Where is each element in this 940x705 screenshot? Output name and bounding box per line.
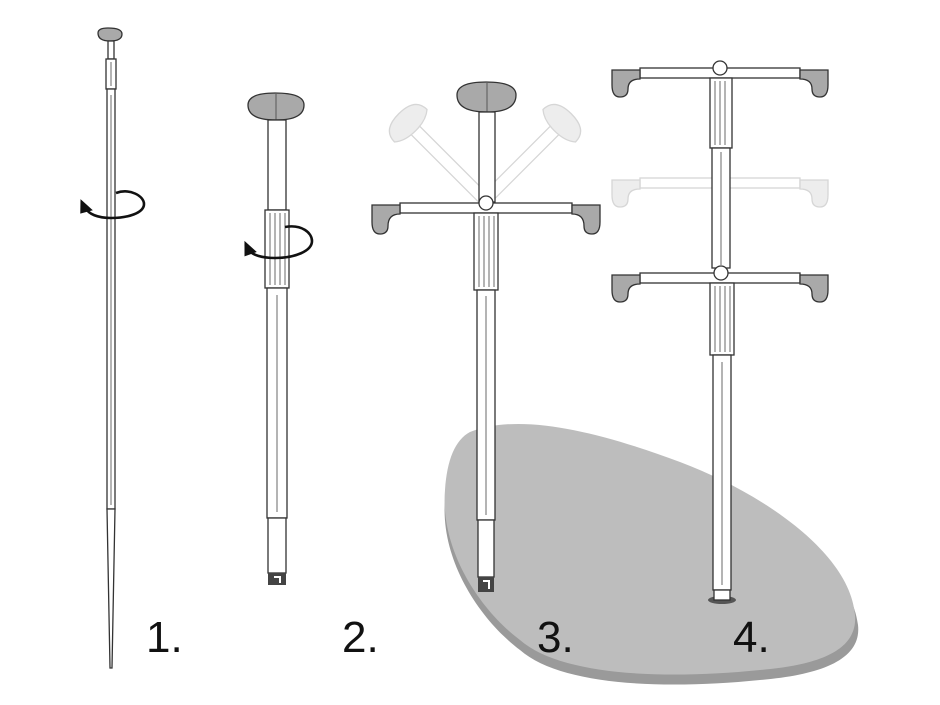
step-3-label: 3. bbox=[537, 613, 574, 662]
step-1-label: 1. bbox=[146, 613, 183, 662]
step-4-pole bbox=[611, 60, 829, 604]
step-3-handle-ghost-left bbox=[388, 103, 491, 206]
step-2-pole bbox=[247, 92, 305, 585]
step-1-pole bbox=[97, 27, 123, 669]
board-surface bbox=[444, 423, 859, 685]
rotate-arrow-icon bbox=[80, 190, 146, 220]
step-2-label: 2. bbox=[342, 613, 379, 662]
rotate-arrow-icon bbox=[244, 225, 314, 260]
step-4-label: 4. bbox=[733, 613, 770, 662]
step-3-pole bbox=[371, 81, 601, 592]
